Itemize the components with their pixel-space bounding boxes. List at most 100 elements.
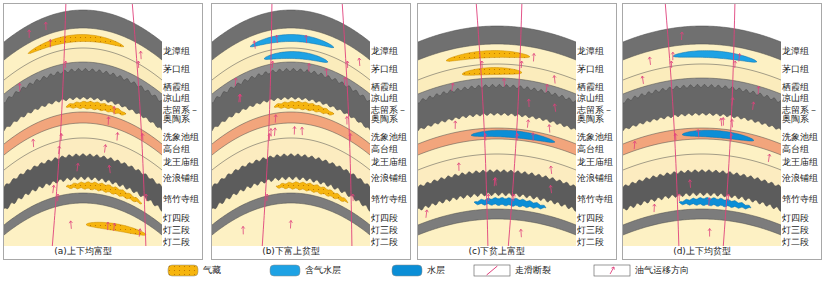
migration-arrow [56,194,59,201]
strata-band [623,85,781,246]
migration-arrow [549,185,552,193]
migration-arrow [64,61,67,68]
strata-band [4,203,162,246]
layer-label: 灯四段 [163,214,201,223]
migration-arrow [49,39,52,47]
migration-arrow [343,77,346,85]
strike-slip-fault [262,4,272,246]
legend-text: 油气运移方向 [635,266,689,276]
migration-arrow [520,61,523,68]
migration-arrow [722,118,725,126]
strata-band [212,97,370,246]
layer-label: 龙王庙组 [577,158,615,167]
layer-label: 灯二段 [577,238,615,247]
layer-label: 茅口组 [163,65,201,74]
strike-slip-fault [52,4,66,246]
layer-label: 栖霞组 [782,83,820,92]
section-panel: 龙潭组茅口组栖霞组凉山组志留系－ 奥陶系洗象池组高台组龙王庙组沧浪铺组筇竹寺组灯… [3,3,203,260]
strata-band [4,112,162,246]
migration-arrow [688,180,691,188]
migration-arrow [44,22,47,30]
layer-label: 志留系－ 奥陶系 [163,106,201,124]
strata-band [4,154,162,246]
strata-boundary [418,85,576,104]
legend-text: 气藏 [203,266,221,276]
strata-band [623,219,781,246]
migration-arrow [253,41,256,49]
strata-band [418,113,576,246]
water-layer [250,35,334,48]
layer-label: 龙潭组 [782,47,820,56]
strata-boundary [418,192,576,211]
strata-band [418,128,576,246]
migration-arrow [653,204,656,212]
layer-label: 凉山组 [163,94,201,103]
strata-band [212,176,370,246]
strata-boundary [418,219,576,236]
migration-arrow [345,116,348,124]
strata-band [4,176,162,246]
strata-band [4,10,162,246]
legend-swatch [168,265,198,276]
migration-arrow [138,229,141,237]
strike-slip-fault [665,4,679,246]
strata-band [418,44,576,246]
gas-dots [276,182,348,203]
strata-boundary [418,128,576,145]
strata-band [4,69,162,246]
migration-arrow [289,221,292,229]
layer-label: 沧浪铺组 [163,174,201,183]
strata-boundary [212,203,370,237]
gas-reservoir [66,182,142,204]
migration-arrow [18,83,21,91]
strata-band [418,78,576,246]
migration-arrow [641,76,644,84]
gas-dots [66,182,142,204]
migration-arrow [141,134,144,141]
gas-reservoir [462,68,522,76]
strata-band [623,154,781,246]
strata-boundary [4,28,162,62]
layer-label: 灯三段 [163,226,201,235]
layer-label: 志留系－ 奥陶系 [782,106,820,124]
migration-arrow [708,229,711,237]
layer-label: 龙潭组 [163,47,201,56]
strata-band [623,44,781,246]
panel-caption: (a)上下均富型 [54,247,112,257]
migration-arrow [116,133,119,141]
legend-swatch-group [270,265,300,276]
section-clip [418,4,576,246]
strata-boundary [212,176,370,212]
layer-label: 栖霞组 [577,83,615,92]
strata-band [4,28,162,246]
panel-caption: (d)上下均贫型 [673,247,731,257]
migration-arrow [60,134,63,141]
layer-label: 灯四段 [782,214,820,223]
migration-arrow [274,115,277,123]
migration-arrow [145,194,148,201]
layer-label: 灯二段 [371,238,409,247]
section-panel: 龙潭组茅口组栖霞组凉山组志留系－ 奥陶系洗象池组高台组龙王庙组沧浪铺组筇竹寺组灯… [211,3,411,260]
legend-dots [168,265,198,276]
migration-arrow [275,35,278,43]
strata-band [623,78,781,246]
layer-label: 龙王庙组 [163,158,201,167]
gas-dots [462,68,522,76]
strata-boundary [623,113,781,132]
section-clip [623,4,781,246]
layer-label: 洗象池组 [577,133,615,142]
migration-arrow [32,139,35,147]
migration-arrow [300,127,303,135]
strata-band [623,113,781,246]
section-group [621,0,783,250]
water-layer [474,198,546,209]
migration-arrow [670,61,673,68]
strata-boundary [623,139,781,156]
strata-boundary [623,209,781,226]
migration-arrow [451,83,454,91]
layer-label: 灯二段 [163,238,201,247]
migration-arrow [234,78,237,86]
migration-arrow [137,61,140,68]
gas-reservoir [446,51,530,62]
migration-arrow [671,52,674,60]
